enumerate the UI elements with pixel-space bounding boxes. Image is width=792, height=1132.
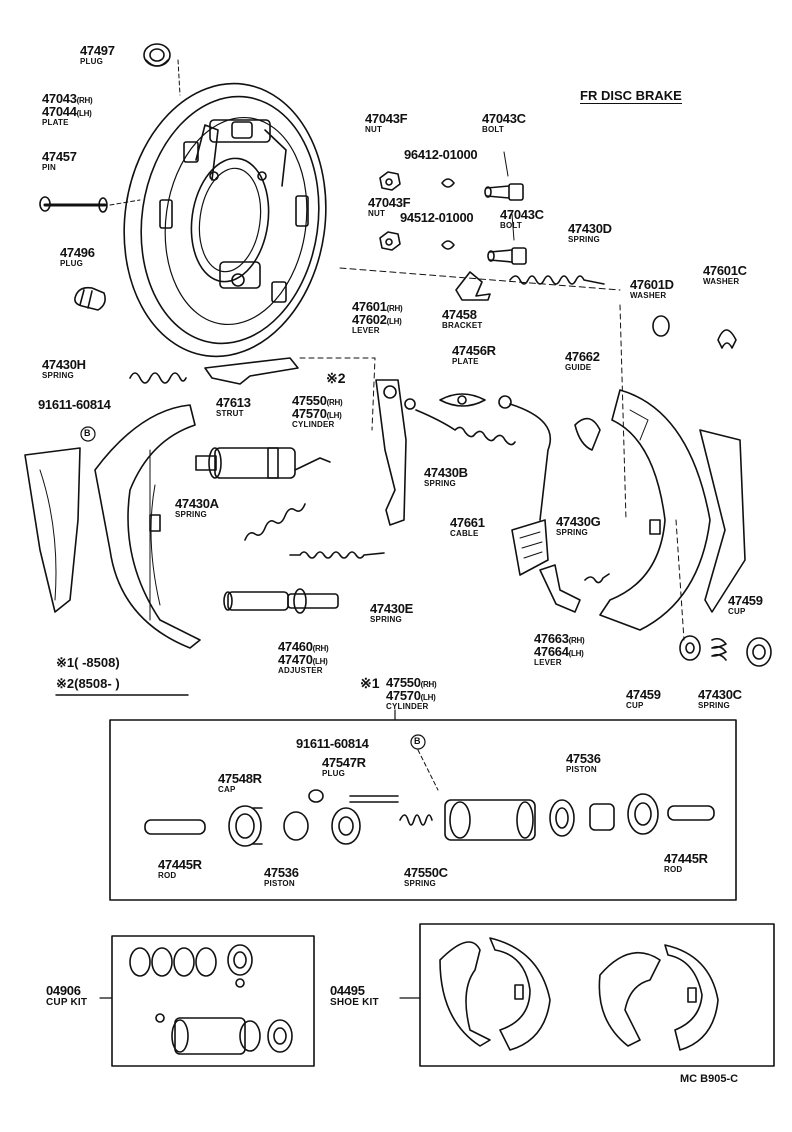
ref-mark-2: ※2 (326, 370, 346, 386)
plug-47496-drawing (74, 286, 106, 311)
label-47043C-b: 47043C BOLT (500, 207, 544, 230)
label-47430E: 47430E SPRING (370, 601, 414, 624)
label-47430B: 47430B SPRING (424, 465, 468, 488)
ref-mark-1: ※1 (360, 675, 380, 691)
cylinder-box (109, 719, 737, 901)
spring-47430H-drawing (129, 372, 187, 384)
label-47456R: 47456R PLATE (452, 343, 496, 366)
label-47613: 47613 STRUT (216, 395, 251, 418)
mark-b-b: B (414, 736, 421, 746)
label-47457: 47457 PIN (42, 149, 77, 172)
adjuster-47460-drawing (223, 588, 339, 614)
washer-47601D-drawing (652, 315, 670, 337)
wheel-cylinder-drawing (80, 426, 331, 479)
guide-47662-drawing (574, 417, 601, 451)
label-47459-a: 47459 CUP (728, 593, 763, 616)
label-47496: 47496 PLUG (60, 245, 95, 268)
label-47550-cyl-box: 47550(RH) 47570(LH) CYLINDER (386, 675, 437, 711)
label-47430G: 47430G SPRING (556, 514, 601, 537)
label-04906: 04906 CUP KIT (46, 983, 88, 1008)
cup-kit-drawing (129, 944, 293, 1055)
label-47550C: 47550C SPRING (404, 865, 448, 888)
pin-47457-drawing (39, 196, 141, 213)
label-47460-adjuster: 47460(RH) 47470(LH) ADJUSTER (278, 639, 329, 675)
spring-47430D-drawing (509, 275, 605, 285)
label-94512: 94512-01000 (400, 210, 474, 225)
label-47043-plate: 47043(RH) 47044(LH) PLATE (42, 91, 93, 127)
cable-47661-drawing (498, 395, 552, 576)
label-47536-a: 47536 PISTON (566, 751, 601, 774)
label-47663-lever: 47663(RH) 47664(LH) LEVER (534, 631, 585, 667)
bracket-47458-drawing (455, 271, 491, 301)
figure-code: MC B905-C (680, 1073, 739, 1085)
hardware-drawing (379, 151, 527, 265)
spring-47430B-drawing (415, 409, 516, 446)
left-shoe-drawing (24, 404, 201, 649)
spring-47430E-drawing (289, 551, 385, 559)
label-47459-b: 47459 CUP (626, 687, 661, 710)
spring-47430A-drawing (244, 503, 306, 541)
label-47043C-a: 47043C BOLT (482, 111, 526, 134)
label-47601C: 47601C WASHER (703, 263, 747, 286)
label-47536-b: 47536 PISTON (264, 865, 299, 888)
cylinder-exploded-drawing (144, 734, 715, 847)
label-96412: 96412-01000 (404, 147, 478, 162)
spring-47430G-drawing (584, 573, 610, 584)
label-47445R-a: 47445R ROD (158, 857, 202, 880)
mark-b-a: B (84, 428, 91, 438)
label-47497: 47497 PLUG (80, 43, 115, 66)
label-47548R: 47548R CAP (218, 771, 262, 794)
label-47430D: 47430D SPRING (568, 221, 612, 244)
diagram-title: FR DISC BRAKE (580, 88, 682, 104)
label-47661: 47661 CABLE (450, 515, 485, 538)
backing-plate-drawing (123, 82, 327, 358)
label-47601-lever: 47601(RH) 47602(LH) LEVER (352, 299, 403, 335)
label-91611-b: 91611-60814 (296, 736, 369, 751)
note-1: ※1( -8508) (56, 655, 120, 670)
plug-47497-drawing (143, 43, 181, 96)
washer-47601C-drawing (717, 329, 737, 349)
note-2: ※2(8508- ) (56, 676, 120, 691)
lever-47601-drawing (375, 379, 407, 526)
lever-47663-drawing (539, 564, 581, 613)
cup-kit-box (111, 935, 315, 1067)
label-04495: 04495 SHOE KIT (330, 983, 379, 1008)
label-47445R-b: 47445R ROD (664, 851, 708, 874)
label-47550-cylinder: 47550(RH) 47570(LH) CYLINDER (292, 393, 343, 429)
label-47430C: 47430C SPRING (698, 687, 742, 710)
label-47547R: 47547R PLUG (322, 755, 366, 778)
label-47601D: 47601D WASHER (630, 277, 674, 300)
label-91611-a: 91611-60814 (38, 397, 111, 412)
label-47043F-b: 47043F NUT (368, 195, 411, 218)
label-47458: 47458 BRACKET (442, 307, 483, 330)
label-47430A: 47430A SPRING (175, 496, 219, 519)
label-47430H: 47430H SPRING (42, 357, 86, 380)
shoe-kit-drawing (439, 937, 719, 1051)
right-shoe-drawing (599, 389, 746, 631)
shoe-kit-box (419, 923, 775, 1067)
strut-47613-drawing (204, 357, 299, 385)
cup-spring-drawing (675, 519, 772, 667)
label-47043F-a: 47043F NUT (365, 111, 408, 134)
label-47662: 47662 GUIDE (565, 349, 600, 372)
plate-47456R-drawing (439, 393, 486, 407)
